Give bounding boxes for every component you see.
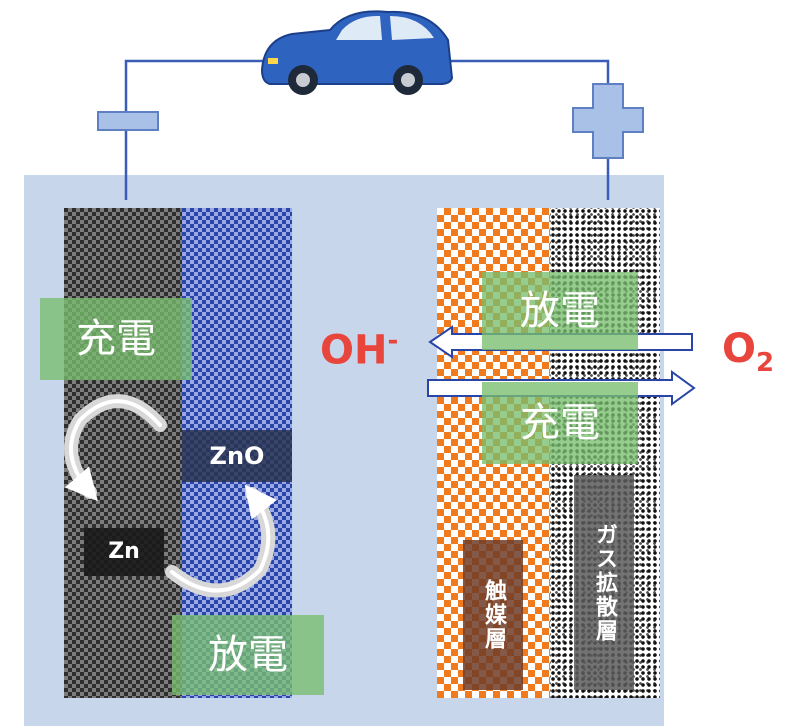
oxygen-subscript: 2 <box>756 348 775 378</box>
zinc-electrode <box>64 208 182 698</box>
plus-icon <box>572 83 644 159</box>
gas-diffusion-layer-label: ガス拡散層 <box>574 475 634 690</box>
hydroxide-ion-base: OH <box>320 327 388 374</box>
zn-label: Zn <box>84 528 164 576</box>
hydroxide-ion-charge: - <box>387 326 399 356</box>
discharge-cycle-arrow <box>165 484 277 598</box>
charge-cycle-arrow <box>64 394 167 502</box>
discharge-label-left: 放電 <box>172 615 324 695</box>
hydroxide-ion-label: OH- <box>320 326 398 373</box>
zno-label: ZnO <box>182 430 292 482</box>
oxygen-base: O <box>722 326 757 372</box>
catalyst-layer-label: 触媒層 <box>463 540 523 690</box>
minus-icon <box>97 111 159 131</box>
charge-label-right: 充電 <box>482 382 638 464</box>
charge-label-left: 充電 <box>40 298 192 380</box>
car-icon <box>260 10 454 95</box>
discharge-label-right: 放電 <box>482 272 638 350</box>
oxygen-label: O2 <box>722 326 774 378</box>
